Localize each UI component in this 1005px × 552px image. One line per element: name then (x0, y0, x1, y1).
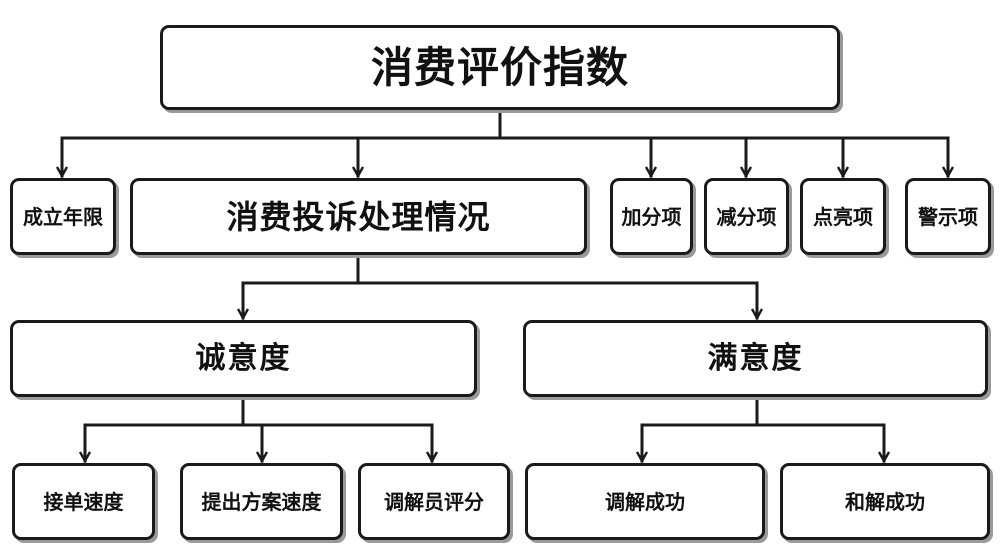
node-deduction-label: 减分项 (716, 204, 777, 229)
node-satisfaction-label: 满意度 (707, 340, 804, 376)
root-node: 消费评价指数 (160, 25, 840, 110)
node-warning-label: 警示项 (918, 204, 978, 229)
node-satisfaction: 满意度 (523, 320, 988, 397)
node-established: 成立年限 (10, 178, 116, 255)
node-complaints-label: 消费投诉处理情况 (226, 197, 491, 236)
node-complaints: 消费投诉处理情况 (130, 178, 587, 255)
node-mediation-success: 调解成功 (525, 463, 765, 540)
node-highlight-label: 点亮项 (813, 204, 873, 229)
node-settlement-success-label: 和解成功 (845, 489, 925, 514)
node-warning: 警示项 (905, 178, 991, 255)
node-order-speed: 接单速度 (12, 463, 155, 540)
node-mediator-score: 调解员评分 (358, 463, 510, 540)
node-bonus-label: 加分项 (621, 204, 682, 229)
node-bonus: 加分项 (610, 178, 693, 255)
node-mediator-score-label: 调解员评分 (384, 489, 484, 514)
node-established-label: 成立年限 (23, 204, 103, 229)
node-settlement-success: 和解成功 (780, 463, 990, 540)
node-sincerity-label: 诚意度 (195, 340, 292, 376)
node-order-speed-label: 接单速度 (43, 489, 124, 514)
node-proposal-speed-label: 提出方案速度 (201, 489, 322, 514)
root-label: 消费评价指数 (370, 42, 629, 92)
node-sincerity: 诚意度 (10, 320, 477, 397)
node-deduction: 减分项 (704, 178, 789, 255)
node-highlight: 点亮项 (800, 178, 886, 255)
node-mediation-success-label: 调解成功 (605, 489, 685, 514)
node-proposal-speed: 提出方案速度 (180, 463, 343, 540)
